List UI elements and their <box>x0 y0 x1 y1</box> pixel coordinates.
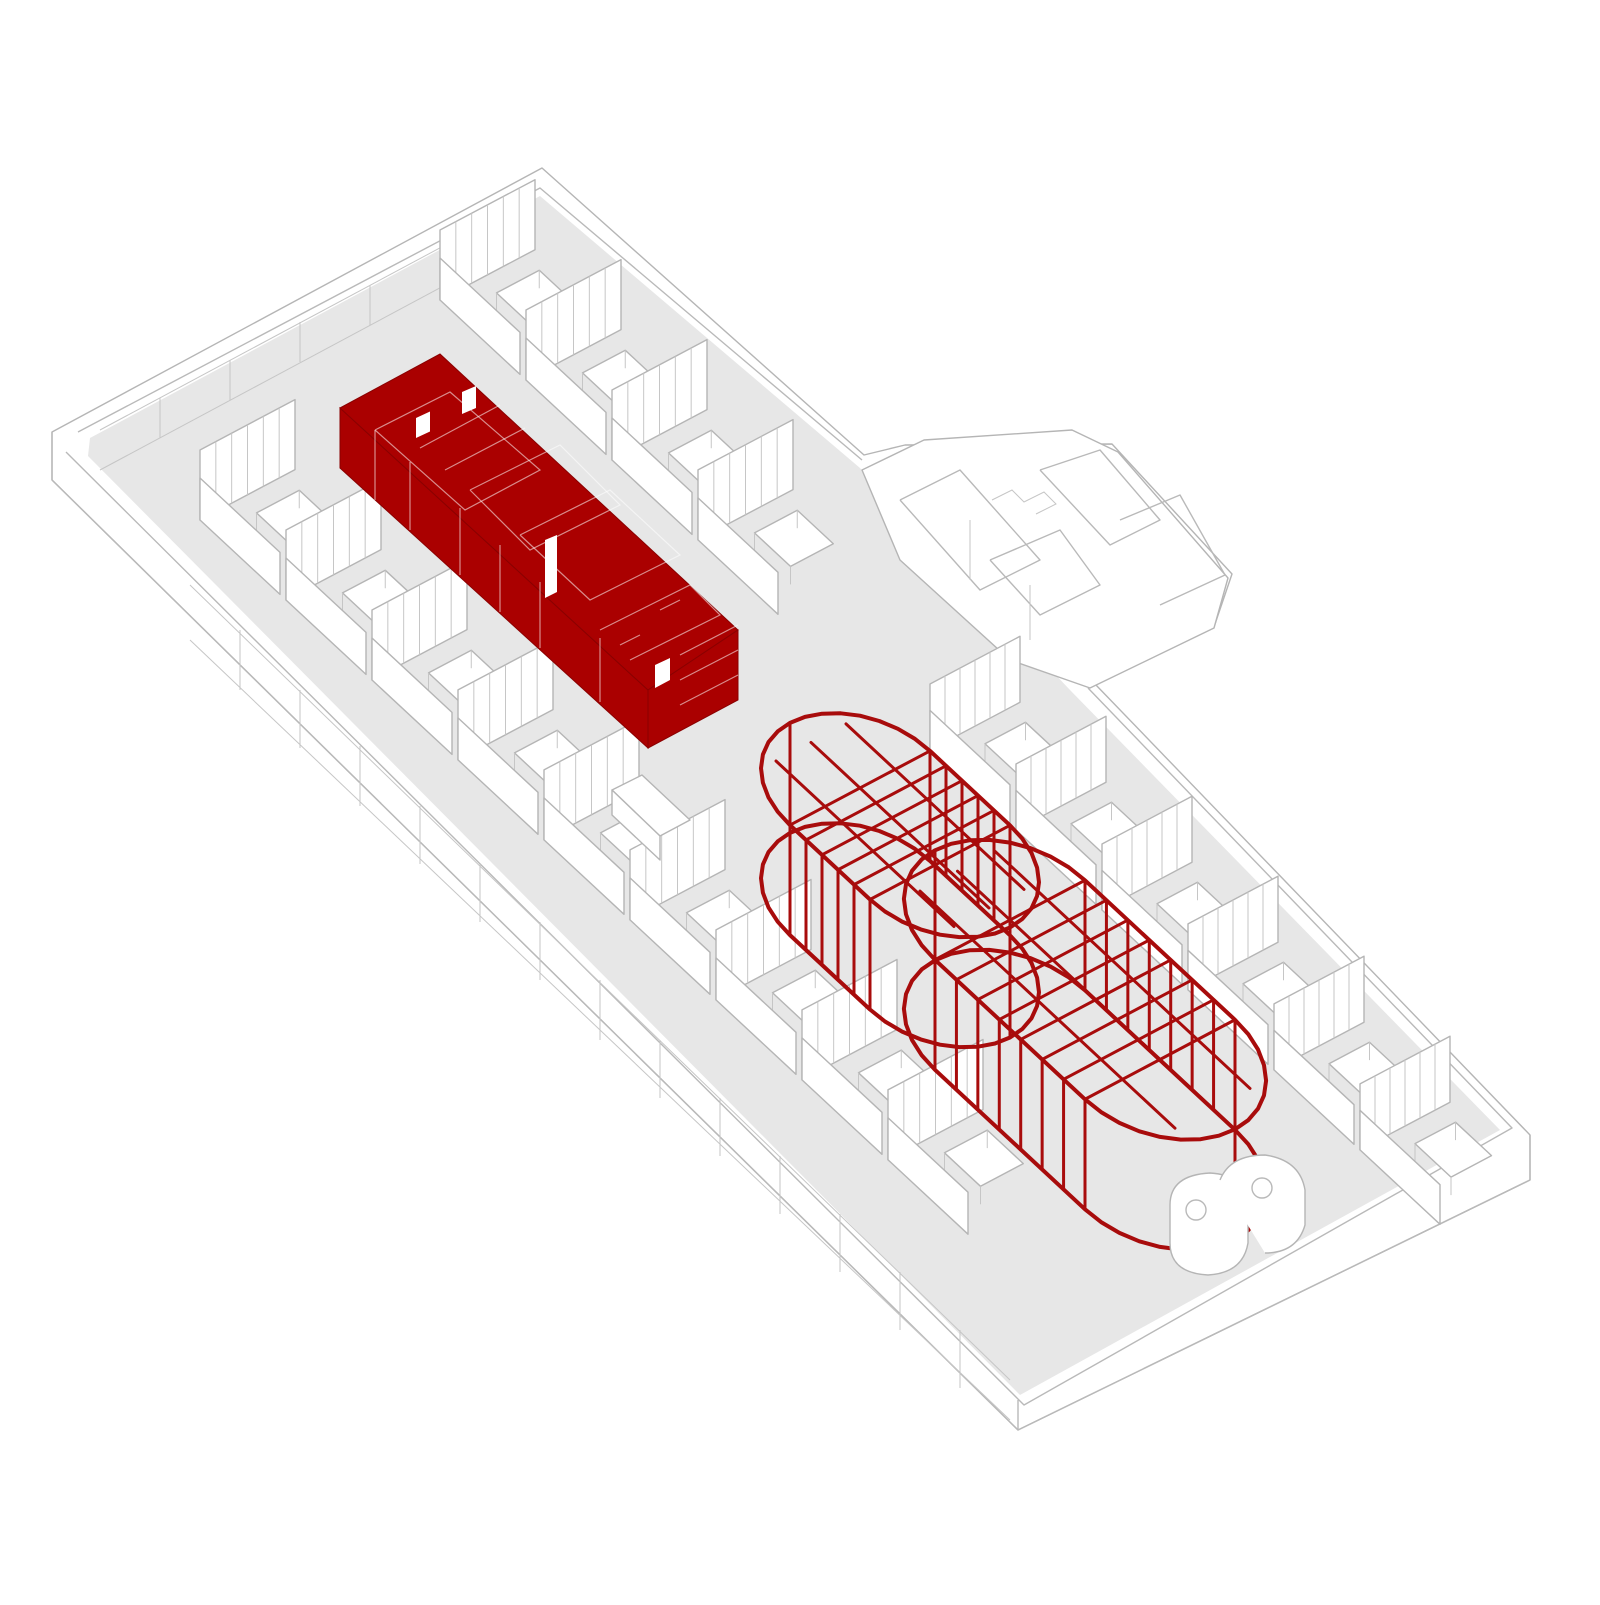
cubicle-back-wall <box>715 957 797 1076</box>
pod-roof-rib <box>956 869 1214 1110</box>
office-cubicles-right-row <box>929 635 1493 1226</box>
pod-roof-rib <box>809 740 991 910</box>
cubicle-back-wall <box>629 877 711 995</box>
cubicle-back-wall <box>543 797 625 915</box>
cubicle-back-wall <box>525 337 607 456</box>
office-cubicle <box>697 418 834 615</box>
red-solid-core-block <box>339 353 739 750</box>
cubicle-back-wall <box>285 557 367 676</box>
office-cubicle <box>611 338 748 536</box>
storage-cabinet <box>611 774 691 861</box>
pod-roof-rib <box>993 849 1252 1090</box>
office-cubicle <box>887 1038 1024 1235</box>
cubicle-back-wall <box>887 1117 969 1235</box>
cubicle-back-wall <box>611 417 693 536</box>
desk <box>753 509 834 568</box>
cubicle-back-wall <box>1101 869 1183 986</box>
desk <box>1414 1121 1493 1178</box>
office-cubicle <box>1101 795 1235 986</box>
office-cubicles-upper-row <box>439 178 834 615</box>
red-frame-pod-1 <box>759 711 1041 1050</box>
desk <box>943 1129 1024 1188</box>
pod-roof-rib <box>918 889 1177 1130</box>
left-wall-windows <box>189 584 1011 1421</box>
stair-annex <box>861 429 1229 689</box>
lounge-seating <box>1169 1154 1306 1276</box>
cubicle-back-wall <box>801 1037 883 1156</box>
cubicle-back-wall <box>439 257 521 376</box>
red-frame-pod-2 <box>901 837 1269 1252</box>
cubicle-back-wall <box>1359 1109 1441 1226</box>
cubicle-back-wall <box>199 477 281 596</box>
office-cubicle <box>1359 1035 1493 1226</box>
office-cubicles-left-row <box>199 398 1024 1235</box>
pod-roof-rib <box>844 722 1026 891</box>
pod-roof-rib <box>774 759 956 929</box>
cubicle-back-wall <box>371 637 453 756</box>
cubicle-back-wall <box>1273 1029 1355 1146</box>
cubicle-back-wall <box>1015 789 1097 906</box>
cubicle-back-wall <box>697 497 779 615</box>
cubicle-back-wall <box>457 717 539 835</box>
